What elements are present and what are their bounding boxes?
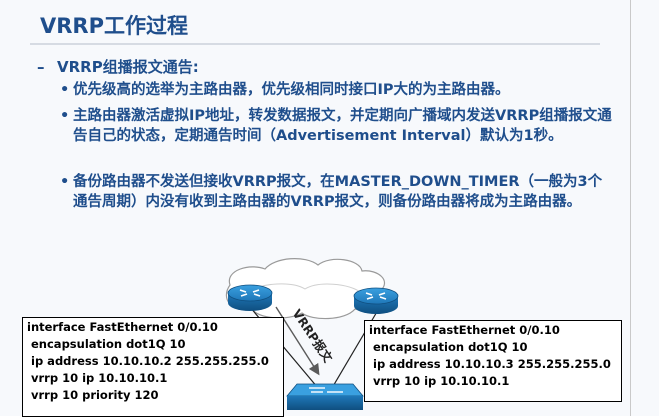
bullet-point-3: • 备份路由器不发送但接收VRRP报文，在MASTER_DOWN_TIMER（一… [60,172,613,212]
section-heading: –VRRP组播报文通告: [37,56,199,77]
switch-icon [286,383,364,410]
config-line: ip address 10.10.10.3 255.255.255.0 [369,357,611,371]
left-router-config: interface FastEthernet 0/0.10 encapsulat… [22,317,284,417]
network-diagram: VRRP报文 interface FastEthernet 0/0.10 enc… [0,255,659,417]
bullet-point-2: • 主路由器激活虚拟IP地址，转发数据报文，并定期向广播域内发送VRRP组播报文… [60,106,613,146]
config-line: vrrp 10 ip 10.10.10.1 [369,374,510,388]
right-router-config: interface FastEthernet 0/0.10 encapsulat… [364,320,622,402]
bullet-text: 优先级高的选举为主路由器，优先级相同时接口IP大的为主路由器。 [73,82,510,98]
config-line: ip address 10.10.10.2 255.255.255.0 [27,354,269,368]
config-line: interface FastEthernet 0/0.10 [369,323,560,337]
slide-edge-divider [630,0,631,416]
bullet-dot: • [60,108,70,124]
config-line: vrrp 10 ip 10.10.10.1 [27,371,168,385]
bullet-point-1: • 优先级高的选举为主路由器，优先级相同时接口IP大的为主路由器。 [60,80,633,100]
bullet-text: 主路由器激活虚拟IP地址，转发数据报文，并定期向广播域内发送VRRP组播报文通告… [73,108,612,144]
slide-title: VRRP工作过程 [40,14,188,38]
bullet-dot: • [60,82,70,98]
bullet-text: 备份路由器不发送但接收VRRP报文，在MASTER_DOWN_TIMER（一般为… [73,174,603,210]
title-divider [30,43,600,45]
router-icon [353,287,399,314]
config-line: interface FastEthernet 0/0.10 [27,320,218,334]
config-line: vrrp 10 priority 120 [27,388,159,402]
config-line: encapsulation dot1Q 10 [27,337,186,351]
section-heading-text: VRRP组播报文通告: [57,58,199,76]
dash-bullet: – [37,58,45,76]
config-line: encapsulation dot1Q 10 [369,340,528,354]
bullet-dot: • [60,174,70,190]
router-icon [227,284,273,311]
